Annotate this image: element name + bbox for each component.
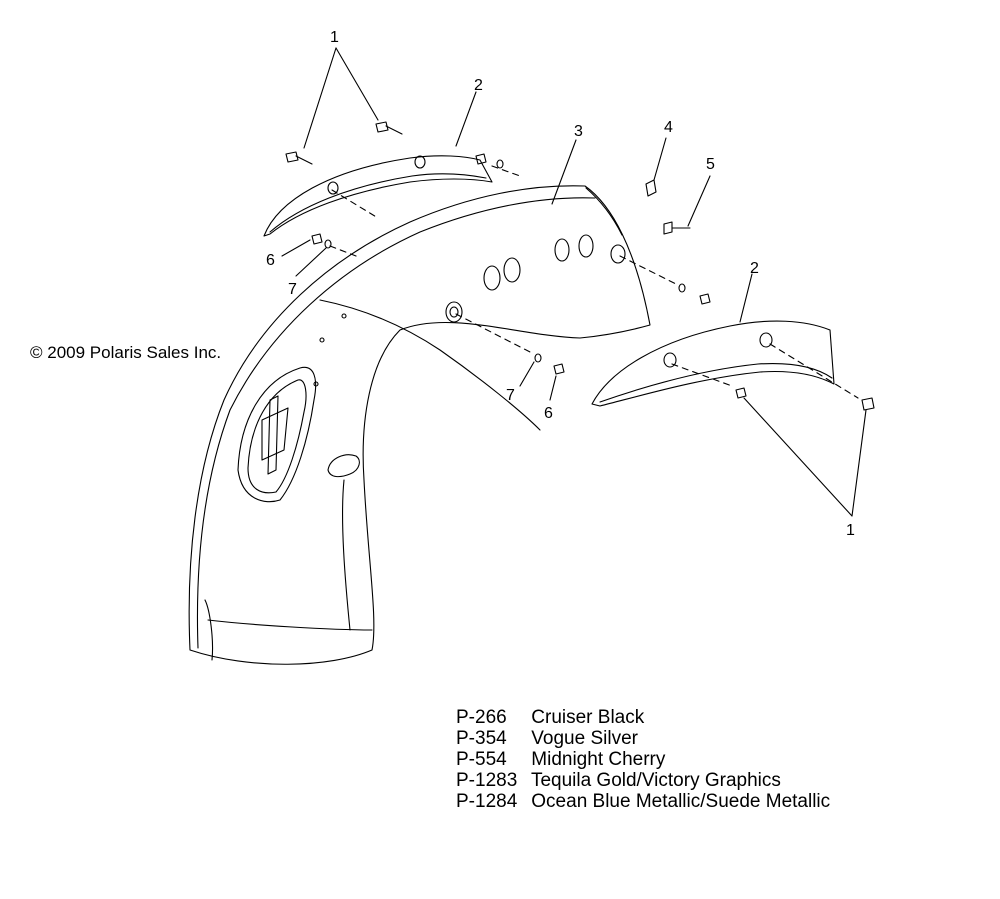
fastener-hardware: [285, 121, 875, 411]
legend-row: P-1283 Tequila Gold/Victory Graphics: [456, 770, 830, 791]
legend-row: P-554 Midnight Cherry: [456, 749, 830, 770]
legend-row: P-266 Cruiser Black: [456, 707, 830, 728]
legend-color-name: Tequila Gold/Victory Graphics: [530, 770, 781, 791]
legend-color-name: Midnight Cherry: [531, 749, 666, 770]
callout-4: 4: [664, 119, 673, 136]
legend-code: P-1284: [456, 791, 518, 812]
legend-color-name: Vogue Silver: [531, 728, 638, 749]
legend-code: P-354: [456, 728, 507, 749]
callout-2-top: 2: [474, 77, 483, 94]
legend-code: P-554: [456, 749, 507, 770]
leader-lines: [281, 47, 867, 517]
callout-3: 3: [574, 123, 583, 140]
callout-2-right: 2: [750, 260, 759, 277]
callout-6-left: 6: [266, 252, 275, 269]
callout-7-left: 7: [288, 281, 297, 298]
callout-6-center: 6: [544, 405, 553, 422]
left-fender-rail: [263, 155, 493, 237]
legend-code: P-266: [456, 707, 507, 728]
paint-color-legend: P-266 Cruiser Black P-354 Vogue Silver P…: [456, 707, 830, 812]
copyright-notice: © 2009 Polaris Sales Inc.: [30, 343, 222, 362]
right-fender-rail: [591, 320, 835, 407]
rear-fender: [188, 185, 651, 665]
callout-5: 5: [706, 156, 715, 173]
legend-code: P-1283: [456, 770, 518, 791]
legend-row: P-354 Vogue Silver: [456, 728, 830, 749]
callout-7-center: 7: [506, 387, 515, 404]
callout-1-top: 1: [330, 29, 339, 46]
legend-row: P-1284 Ocean Blue Metallic/Suede Metalli…: [456, 791, 830, 812]
legend-color-name: Ocean Blue Metallic/Suede Metallic: [531, 791, 831, 812]
legend-color-name: Cruiser Black: [531, 707, 645, 728]
alignment-lines: [329, 165, 859, 399]
callout-1-right: 1: [846, 522, 855, 539]
